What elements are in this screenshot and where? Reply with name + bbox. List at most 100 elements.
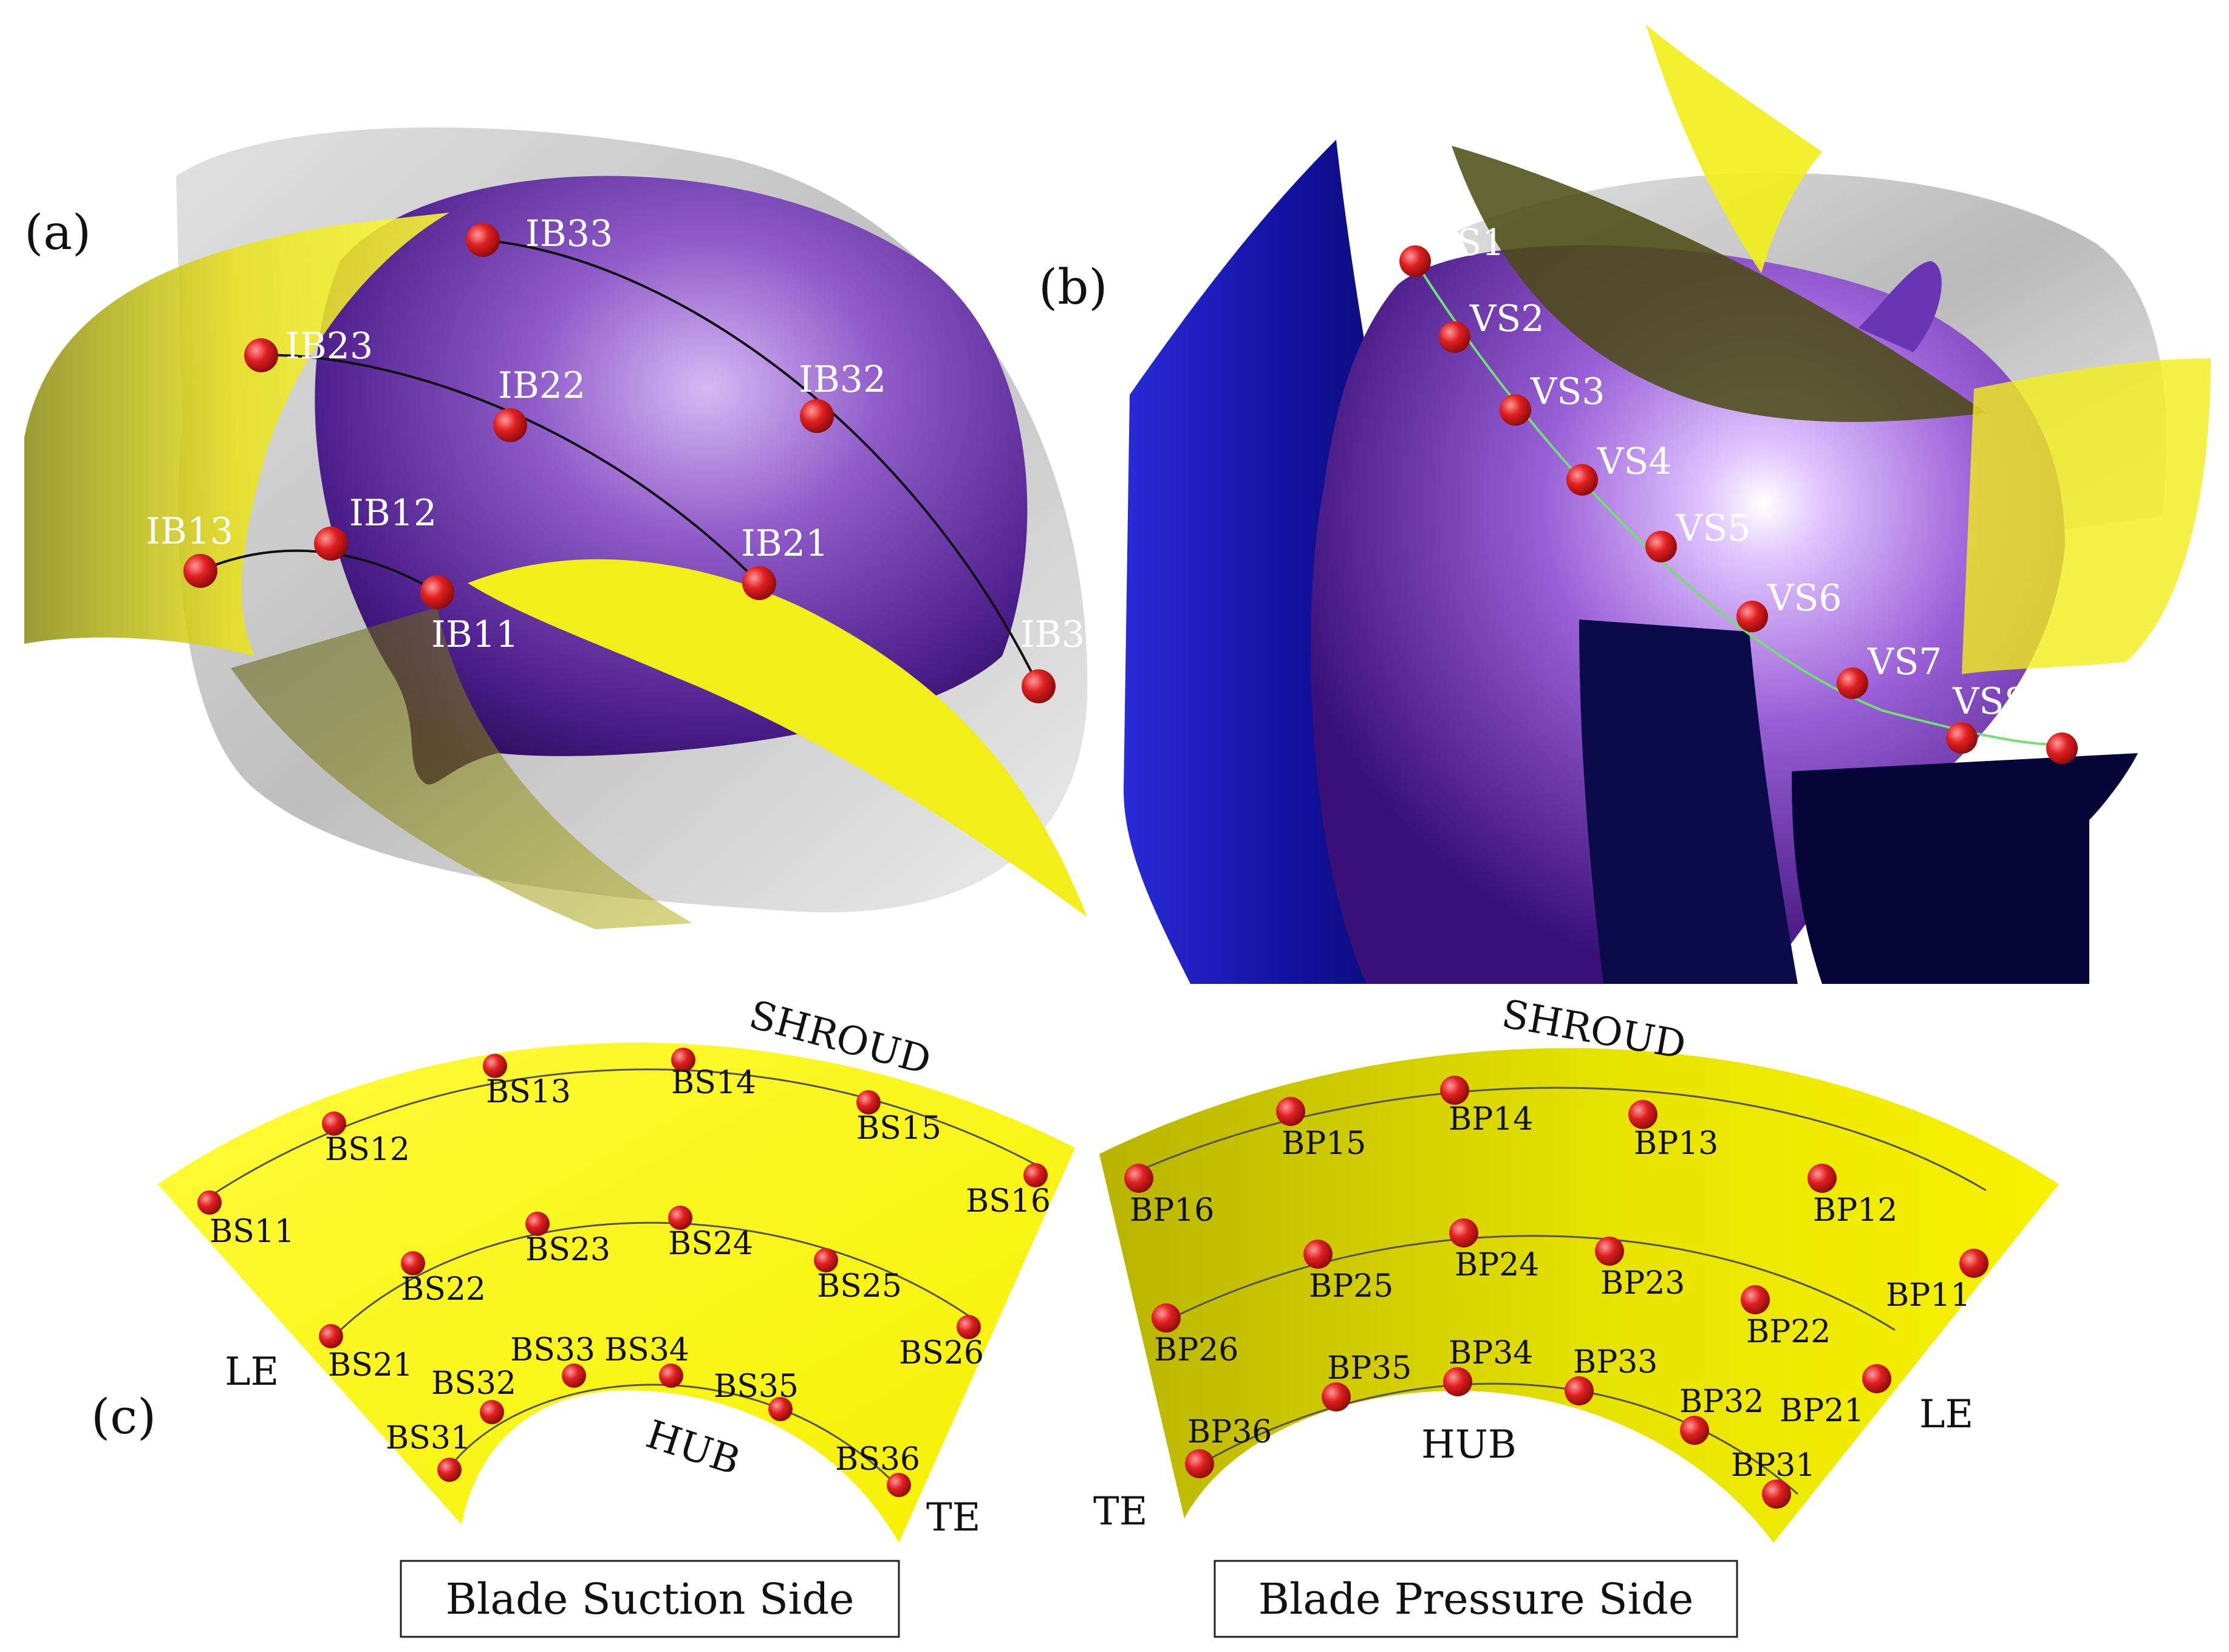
probe-label-vs6: VS6: [1767, 577, 1842, 620]
probe-label-ib21: IB21: [741, 522, 828, 565]
probe-bp25: [1303, 1240, 1333, 1269]
probe-label-ib22: IB22: [498, 364, 585, 407]
probe-bp22: [1741, 1285, 1770, 1314]
probe-label-bs26: BS26: [899, 1335, 984, 1371]
probe-label-bp31: BP31: [1731, 1447, 1815, 1484]
probe-label-vs1: VS1: [1430, 222, 1505, 264]
probe-label-bs36: BS36: [835, 1441, 920, 1478]
probe-vs8: [1946, 722, 1978, 754]
probe-label-bs11: BS11: [210, 1213, 295, 1250]
probe-label-bs25: BS25: [817, 1268, 902, 1305]
panel-label-a: (a): [24, 204, 91, 261]
probe-bs36: [887, 1473, 911, 1497]
vane-front-1: [1579, 620, 1798, 984]
probe-bs34: [659, 1364, 683, 1388]
probe-vs4: [1566, 464, 1598, 496]
probe-label-vs3: VS3: [1530, 370, 1605, 413]
probe-label-bs22: BS22: [401, 1271, 486, 1308]
probe-vs5: [1645, 531, 1677, 562]
probe-label-vs8: VS8: [1952, 680, 2027, 723]
probe-label-bp21: BP21: [1780, 1393, 1864, 1429]
probe-bs31: [437, 1458, 462, 1482]
probe-ib23: [244, 338, 278, 372]
panel-label-b: (b): [1039, 259, 1108, 315]
blade-front: [468, 559, 1087, 917]
probe-bs15: [856, 1090, 881, 1114]
probe-label-bp36: BP36: [1187, 1414, 1272, 1450]
probe-label-bp15: BP15: [1282, 1125, 1366, 1162]
probe-bs12: [322, 1111, 346, 1136]
probe-label-vs9: VS9: [2052, 689, 2128, 732]
probe-label-bp32: BP32: [1679, 1384, 1764, 1420]
probe-bp36: [1185, 1449, 1214, 1478]
probe-label-bs12: BS12: [325, 1131, 410, 1168]
probe-label-ib23: IB23: [285, 325, 373, 367]
probe-bp26: [1152, 1303, 1181, 1333]
pressure-te-label: TE: [1093, 1489, 1147, 1534]
probe-label-bp13: BP13: [1634, 1125, 1718, 1162]
probe-label-vs7: VS7: [1867, 641, 1942, 683]
probe-label-bp22: BP22: [1746, 1314, 1831, 1350]
probe-bp34: [1443, 1367, 1472, 1396]
probe-bs11: [197, 1190, 222, 1215]
probe-label-ib31: IB31: [1020, 613, 1108, 656]
probe-label-bp24: BP24: [1455, 1247, 1539, 1283]
probe-label-bp35: BP35: [1327, 1350, 1411, 1387]
probe-bs22: [401, 1251, 425, 1275]
probe-label-bs34: BS34: [604, 1332, 689, 1368]
probe-label-bp12: BP12: [1813, 1192, 1897, 1229]
probe-label-ib12: IB12: [349, 492, 437, 534]
probe-label-bp26: BP26: [1154, 1332, 1238, 1368]
probe-label-bs14: BS14: [671, 1065, 756, 1101]
probe-bs16: [1023, 1163, 1048, 1187]
probe-label-vs5: VS5: [1676, 507, 1751, 550]
probe-vs3: [1500, 394, 1531, 426]
probe-ib32: [800, 399, 834, 433]
probe-bs33: [562, 1364, 586, 1388]
probe-label-ib11: IB11: [431, 613, 519, 656]
probe-label-ib33: IB33: [525, 213, 613, 255]
probe-vs1: [1399, 245, 1431, 277]
probe-ib31: [1022, 669, 1056, 703]
pressure-hub-label: HUB: [1421, 1422, 1517, 1467]
suction-te-label: TE: [926, 1495, 980, 1540]
probe-ib33: [466, 223, 500, 257]
pressure-caption: Blade Pressure Side: [1258, 1574, 1694, 1624]
probe-bp15: [1276, 1097, 1305, 1126]
probe-label-bp14: BP14: [1449, 1101, 1533, 1138]
suction-caption-box: [400, 1560, 900, 1638]
panel-label-c: (c): [91, 1388, 156, 1445]
probe-bp23: [1595, 1237, 1624, 1266]
probe-bp13: [1628, 1100, 1657, 1129]
probe-bp16: [1124, 1164, 1153, 1193]
probe-bs14: [671, 1048, 695, 1072]
probe-label-bs35: BS35: [714, 1368, 799, 1405]
probe-bs25: [814, 1248, 838, 1272]
suction-le-label: LE: [225, 1350, 279, 1394]
probe-label-bp23: BP23: [1600, 1265, 1685, 1302]
probe-label-bp34: BP34: [1449, 1335, 1533, 1371]
probe-label-bs15: BS15: [856, 1110, 941, 1147]
probe-vs2: [1439, 321, 1470, 353]
probe-bs13: [483, 1054, 507, 1078]
pressure-le-label: LE: [1919, 1392, 1973, 1437]
probe-bp11: [1959, 1249, 1988, 1278]
probe-label-bs21: BS21: [328, 1347, 413, 1384]
probe-bp35: [1322, 1382, 1351, 1411]
probe-bs32: [480, 1400, 504, 1424]
probe-label-vs2: VS2: [1469, 298, 1545, 340]
probe-bs24: [668, 1206, 692, 1230]
vs-curve: [1414, 260, 2066, 746]
hub-surface: [315, 176, 1028, 785]
probe-ib13: [183, 554, 217, 588]
probe-bp21: [1862, 1364, 1891, 1393]
probe-bp32: [1680, 1416, 1709, 1445]
probe-label-bp11: BP11: [1886, 1277, 1970, 1314]
probe-bs26: [957, 1315, 981, 1339]
